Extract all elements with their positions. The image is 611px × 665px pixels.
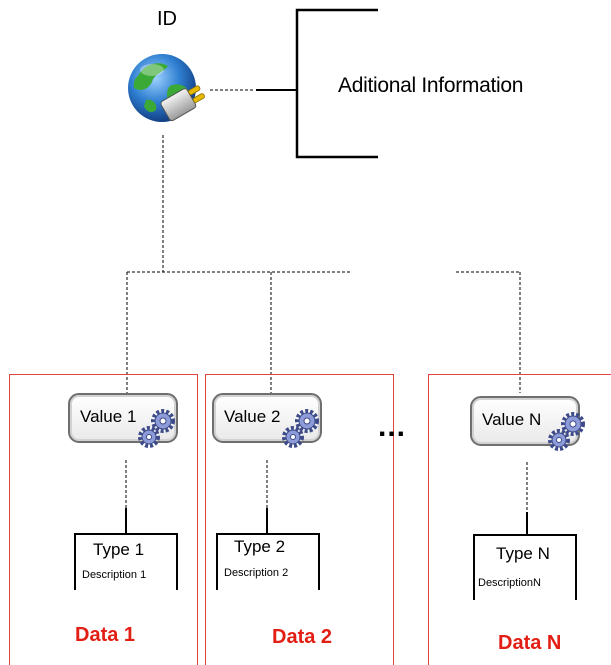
description-label-1: Description 1 bbox=[82, 569, 147, 581]
data-label-n: Data N bbox=[498, 632, 562, 654]
value-box-2: Value 2 bbox=[212, 393, 322, 443]
data-label-2: Data 2 bbox=[272, 626, 333, 648]
ellipsis: ... bbox=[378, 410, 407, 443]
info-bracket bbox=[295, 8, 378, 159]
data-box-2 bbox=[205, 374, 394, 665]
additional-info-label: Aditional Information bbox=[338, 74, 524, 97]
root-id-label: ID bbox=[157, 8, 177, 30]
globe-plug-icon bbox=[128, 54, 205, 122]
gears-icon bbox=[282, 409, 319, 448]
type-label-1: Type 1 bbox=[93, 540, 145, 559]
type-label-2: Type 2 bbox=[234, 537, 286, 556]
type-bracket-1 bbox=[74, 533, 178, 590]
description-label-2: Description 2 bbox=[224, 567, 289, 579]
value-label: Value 2 bbox=[224, 407, 281, 426]
type-bracket-2 bbox=[216, 533, 320, 590]
type-bracket-n bbox=[473, 534, 577, 600]
data-box-n bbox=[428, 374, 611, 665]
data-label-1: Data 1 bbox=[75, 624, 136, 646]
type-label-n: Type N bbox=[496, 544, 550, 563]
gears-icon bbox=[138, 409, 175, 448]
description-label-n: DescriptionN bbox=[478, 577, 541, 589]
value-label: Value 1 bbox=[80, 407, 137, 426]
gears-icon bbox=[548, 412, 585, 451]
value-label: Value N bbox=[482, 410, 542, 429]
value-box-1: Value 1 bbox=[68, 393, 178, 443]
data-box-1 bbox=[9, 374, 198, 665]
